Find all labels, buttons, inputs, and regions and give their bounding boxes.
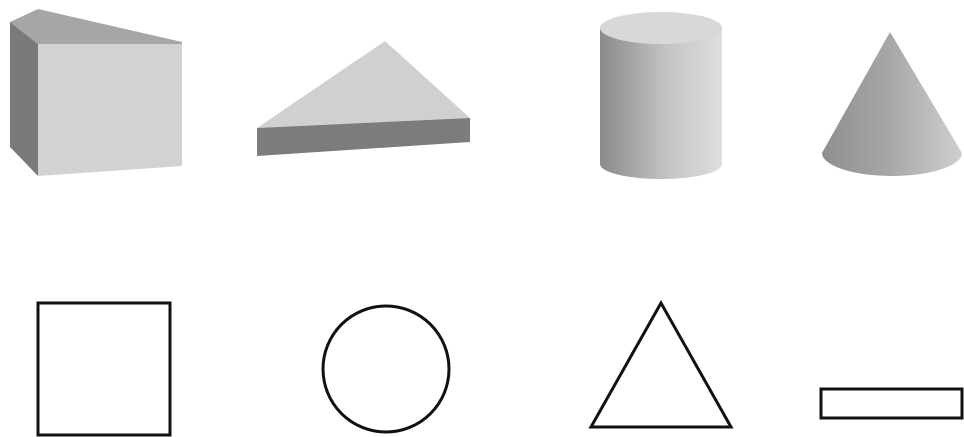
prism-top-face [257,41,470,128]
cube-left-face [10,22,38,176]
circle-outline [323,306,449,432]
cone-solid [822,32,962,176]
cone-body [822,32,962,176]
cube-solid [10,9,182,176]
triangular-prism-solid [257,41,470,156]
cylinder-top [600,12,722,44]
triangle-outline [591,303,731,427]
cube-front-face [38,44,182,176]
cube-top-face [10,9,182,44]
cylinder-body [600,28,722,179]
rectangle-outline [821,389,962,418]
cylinder-solid [600,12,722,179]
square-outline [38,303,170,435]
